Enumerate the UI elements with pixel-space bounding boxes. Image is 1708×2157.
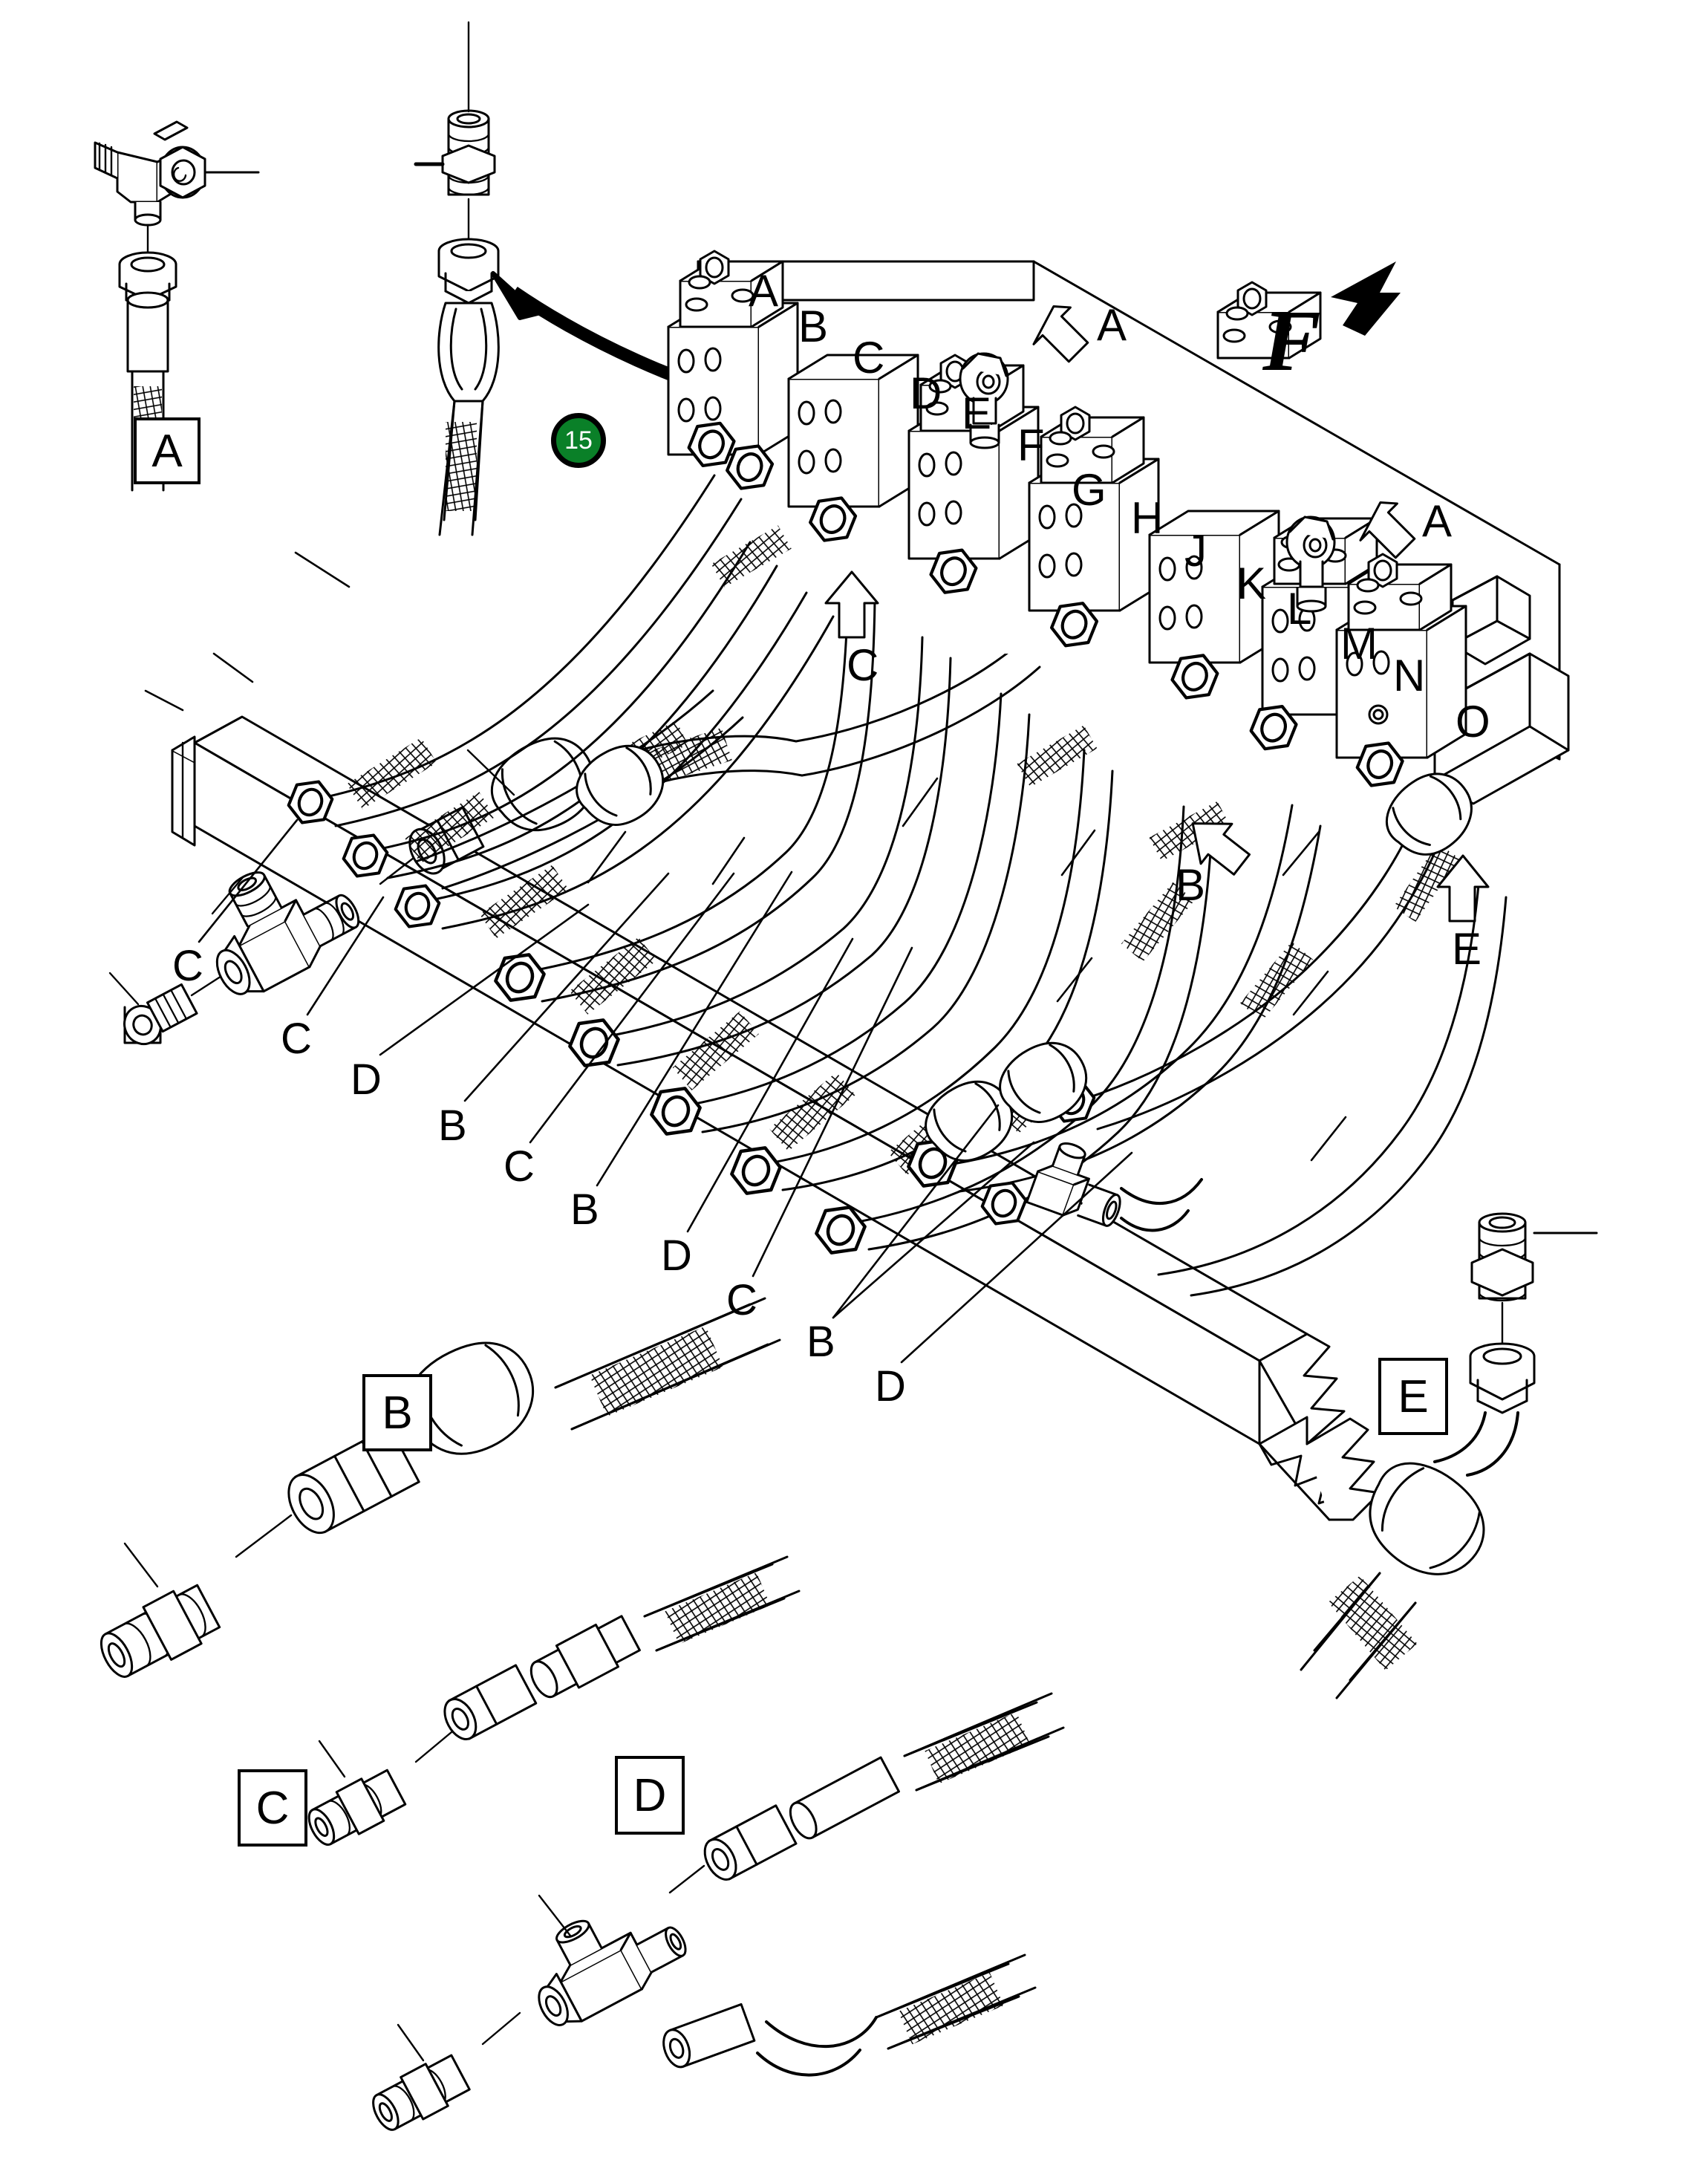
manifold-label-f: F bbox=[1017, 420, 1045, 470]
detail-box-b[interactable]: B bbox=[362, 1374, 432, 1451]
detail-a-elbow-fitting bbox=[94, 120, 260, 492]
detail-box-b-label: B bbox=[382, 1387, 413, 1439]
leader-label-c-3: C bbox=[503, 1142, 535, 1191]
manifold-label-b: B bbox=[798, 302, 829, 351]
leader-label-d-1: D bbox=[351, 1055, 382, 1104]
detail-d-assembly bbox=[372, 1692, 1065, 2131]
manifold-label-c: C bbox=[853, 333, 885, 383]
manifold-label-l: L bbox=[1287, 584, 1312, 634]
manifold-label-g: G bbox=[1072, 465, 1106, 515]
detail-box-c[interactable]: C bbox=[238, 1769, 307, 1847]
arrow-callout-b: B bbox=[1176, 860, 1206, 910]
manifold-label-d: D bbox=[910, 368, 942, 418]
orientation-marker-f: F bbox=[1262, 292, 1321, 389]
callout-arrows bbox=[824, 305, 1490, 923]
leader-label-c-1: C bbox=[172, 942, 203, 990]
arrow-callout-a-top: A bbox=[1097, 300, 1127, 350]
manifold-label-o: O bbox=[1456, 697, 1490, 746]
balloon-number: 15 bbox=[564, 426, 593, 455]
manifold-label-h: H bbox=[1131, 493, 1164, 543]
arrow-callout-e: E bbox=[1452, 924, 1482, 974]
detail-c-assembly bbox=[307, 1555, 801, 1846]
manifold-swivel-elbows bbox=[959, 352, 1336, 613]
manifold-label-k: K bbox=[1236, 559, 1267, 608]
leader-label-b-2: B bbox=[570, 1185, 599, 1234]
detail-box-e[interactable]: E bbox=[1378, 1358, 1448, 1435]
leader-label-c-4: C bbox=[726, 1276, 757, 1324]
detail-box-c-label: C bbox=[255, 1782, 290, 1834]
leader-label-b-3: B bbox=[806, 1318, 835, 1366]
arrow-callout-a-bottom: A bbox=[1422, 496, 1453, 546]
leader-label-b-1: B bbox=[438, 1102, 467, 1150]
manifold-assembly bbox=[667, 250, 1570, 805]
detail-box-d[interactable]: D bbox=[615, 1756, 685, 1835]
leader-lines bbox=[144, 551, 1347, 1364]
manifold-label-a: A bbox=[749, 266, 779, 316]
leader-label-d-3: D bbox=[875, 1362, 906, 1411]
leader-label-c-2: C bbox=[281, 1015, 312, 1063]
manifold-label-n: N bbox=[1393, 651, 1426, 700]
manifold-label-e: E bbox=[962, 388, 992, 438]
detail-box-a-label: A bbox=[151, 425, 183, 477]
detail-b-assembly bbox=[100, 1297, 781, 1678]
crimped-hose-ends bbox=[576, 744, 1473, 1162]
detail-box-d-label: D bbox=[633, 1769, 667, 1821]
detail-box-a[interactable]: A bbox=[134, 417, 201, 484]
orientation-arrow bbox=[1331, 261, 1401, 336]
lower-tee-fittings bbox=[1026, 1142, 1121, 1227]
detail-box-e-label: E bbox=[1398, 1370, 1429, 1422]
leader-label-d-2: D bbox=[661, 1232, 692, 1280]
balloon-15[interactable]: 15 bbox=[551, 413, 606, 468]
arrow-callout-c: C bbox=[847, 640, 879, 690]
manifold-label-j: J bbox=[1184, 526, 1207, 576]
manifold-label-m: M bbox=[1340, 619, 1378, 668]
detail-e-assembly bbox=[1300, 1212, 1598, 1699]
detail-top-middle-fitting bbox=[414, 21, 500, 536]
